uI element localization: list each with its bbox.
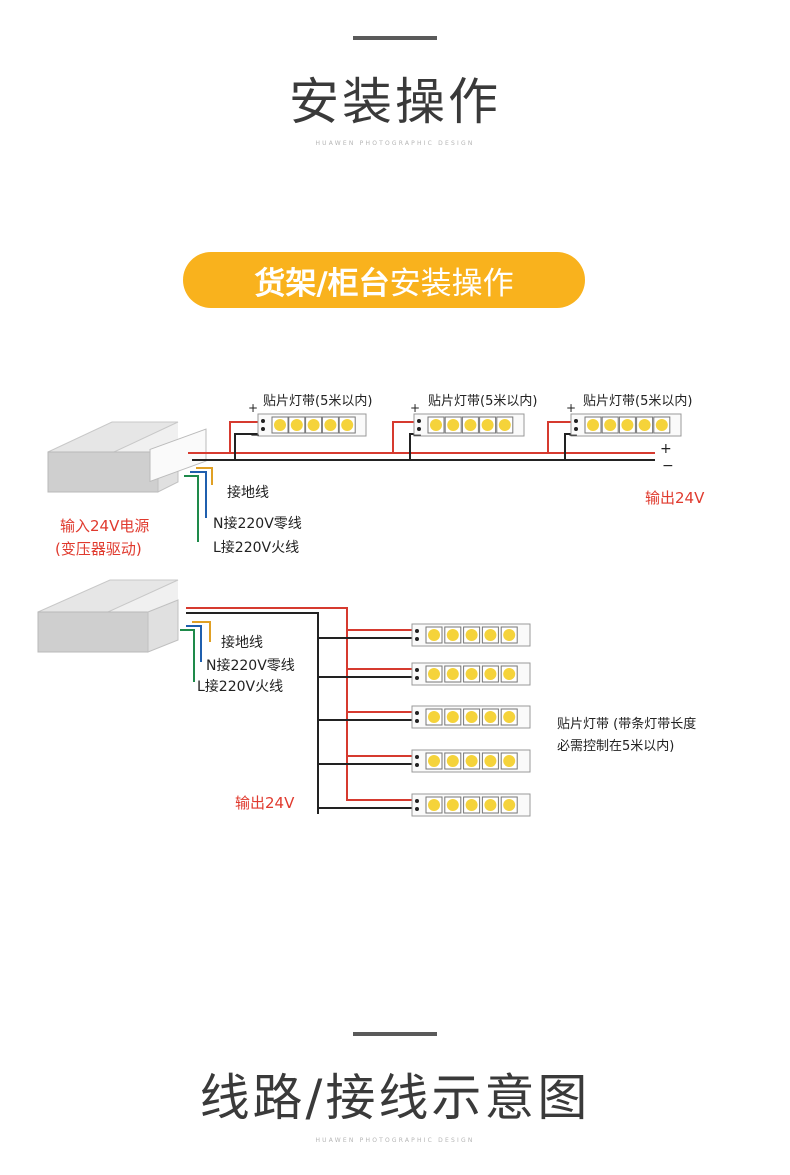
neutral-wire-1	[190, 471, 207, 518]
live-label-2: L接220V火线	[197, 679, 284, 695]
power-supply-1	[47, 421, 207, 493]
live-label-1: L接220V火线	[213, 540, 300, 556]
note-line-1: 贴片灯带 (带条灯带长度	[557, 717, 697, 732]
strip-label-1: 贴片灯带(5米以内)	[263, 394, 373, 409]
live-wire-2	[180, 629, 195, 682]
wiring-title: 线路/接线示意图	[199, 1069, 591, 1127]
plus-sign-3: +	[566, 401, 577, 415]
note-line-2: 必需控制在5米以内)	[557, 739, 675, 754]
input-label-line1: 输入24V电源	[60, 517, 150, 535]
negative-trunk	[186, 612, 319, 814]
negative-rail	[192, 433, 655, 461]
section-pill: 货架/柜台安装操作	[183, 252, 585, 308]
ground-label-1: 接地线	[227, 485, 269, 501]
positive-trunk	[186, 607, 348, 801]
neutral-label-2: N接220V零线	[206, 658, 295, 674]
output-label-2: 输出24V	[235, 794, 295, 812]
diagram-1-series	[47, 413, 682, 542]
wiring-subtitle: HUAWEN PHOTOGRAPHIC DESIGN	[315, 1137, 475, 1144]
ground-label-2: 接地线	[221, 635, 263, 651]
section-pill-light: 安装操作	[389, 265, 514, 302]
diagram-2-parallel	[37, 579, 531, 817]
positive-rail	[188, 421, 655, 454]
plus-sign-2: +	[410, 401, 421, 415]
live-wire-1	[184, 475, 199, 542]
parallel-led-strip-1	[411, 623, 531, 647]
ground-wire-1	[196, 467, 213, 485]
led-strip-3	[570, 413, 682, 437]
neutral-wire-2	[186, 625, 202, 662]
output-minus: −	[662, 458, 674, 474]
parallel-led-strip-3	[411, 705, 531, 729]
ground-wire-2	[192, 621, 211, 642]
parallel-led-strip-2	[411, 662, 531, 686]
page-title: 安装操作	[289, 73, 501, 131]
minus-sign-1: −	[250, 428, 261, 442]
led-strip-1	[257, 413, 367, 437]
output-plus: +	[660, 441, 672, 457]
header-divider-bar	[353, 36, 437, 40]
page-subtitle: HUAWEN PHOTOGRAPHIC DESIGN	[315, 140, 475, 147]
output-label-1: 输出24V	[645, 489, 705, 507]
strip-label-3: 贴片灯带(5米以内)	[583, 394, 693, 409]
section-pill-bold: 货架/柜台	[254, 265, 390, 302]
minus-sign-3: −	[568, 428, 579, 442]
parallel-led-strip-5	[411, 793, 531, 817]
minus-sign-2: −	[412, 428, 423, 442]
led-strip-2	[413, 413, 525, 437]
footer-divider-bar	[353, 1032, 437, 1036]
strip-label-2: 贴片灯带(5米以内)	[428, 394, 538, 409]
plus-sign-1: +	[248, 401, 259, 415]
neutral-label-1: N接220V零线	[213, 516, 302, 532]
power-supply-2	[37, 579, 179, 653]
parallel-led-strip-4	[411, 749, 531, 773]
input-label-line2: (变压器驱动)	[55, 540, 142, 558]
